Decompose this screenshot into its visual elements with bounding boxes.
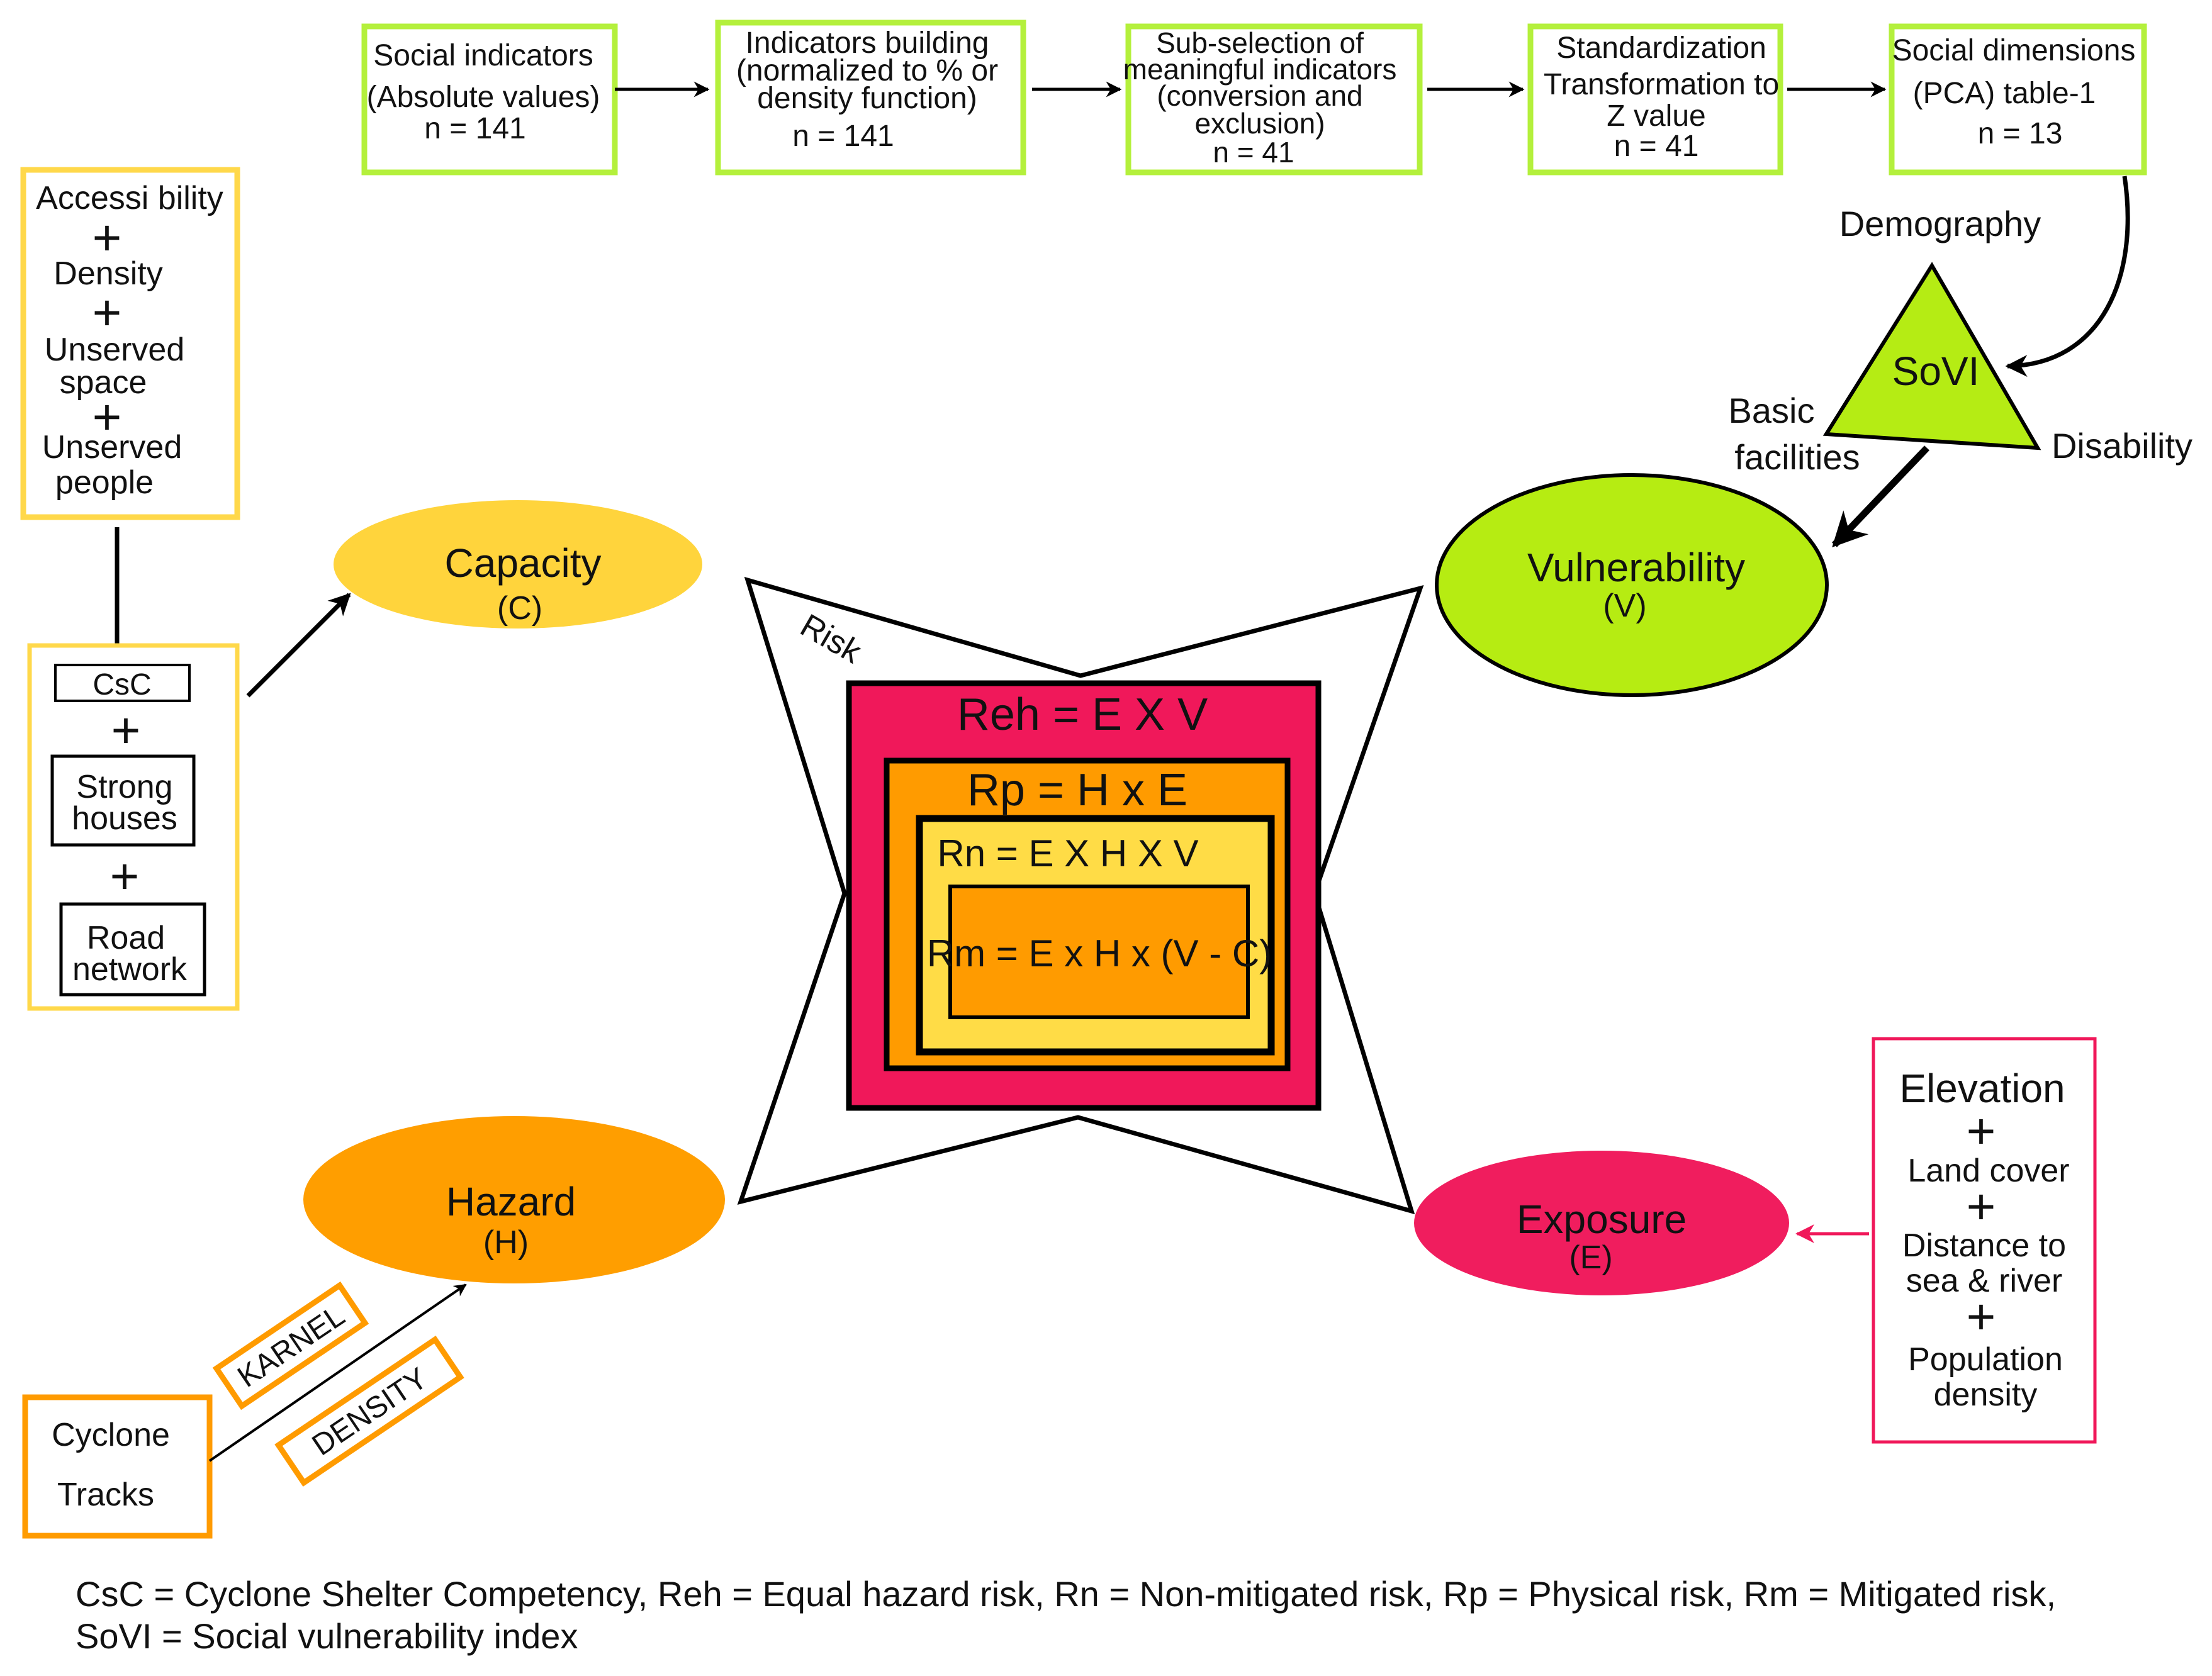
road-network-box [59,902,206,997]
pipeline-box-3-line-3: (conversion and [1157,79,1362,112]
pipeline-box-1-line-3: n = 141 [424,112,525,145]
strong-houses-line-1: Strong [76,769,172,805]
hazard-symbol: (H) [483,1224,529,1261]
pipeline-box-4-line-1: Standardization [1556,31,1766,65]
reh-equation: Reh = E X V [957,690,1208,740]
plus-icon: + [1967,1103,1996,1159]
capacity-symbol: (C) [497,590,542,627]
exposure-input-distance-1: Distance to [1902,1227,2066,1264]
legend-line-1: CsC = Cyclone Shelter Competency, Reh = … [76,1574,2056,1614]
exposure-input-distance-2: sea & river [1906,1263,2063,1299]
plus-icon: + [93,284,122,340]
sovi-triangle [1822,262,2041,450]
cyclone-tracks-line-2: Tracks [57,1477,154,1513]
rm-equation: Rm = E x H x (V - C) [927,932,1272,975]
pipeline-box-3-line-1: Sub-selection of [1156,26,1364,59]
pipeline-box-3-line-2: meaningful indicators [1123,53,1397,86]
vulnerability-node: Vulnerability (V) [1435,473,1829,697]
capacity-input-people: people [55,464,154,501]
exposure-input-elevation: Elevation [1899,1066,2065,1111]
plus-icon: + [110,848,140,904]
sovi-disability: Disability [2052,426,2192,466]
pipeline-box-1-line-1: Social indicators [373,39,593,72]
pipeline-box-4-line-3: Z value [1607,99,1705,133]
plus-icon: + [111,702,141,758]
csc-to-capacity-arrow [246,593,351,698]
sovi-label: SoVI [1892,349,1980,394]
capacity-input-unserved-1: Unserved [45,332,185,368]
capacity-input-space: space [60,364,147,401]
vulnerability-symbol: (V) [1603,588,1646,624]
cyclone-tracks-box: Cyclone Tracks [22,1394,213,1539]
exposure-label: Exposure [1517,1197,1687,1242]
pipeline-box-4-line-2: Transformation to [1544,68,1779,101]
vulnerability-ellipse [1435,473,1829,697]
csc-label: CsC [93,668,151,701]
legend-line-2: SoVI = Social vulnerability index [76,1616,578,1656]
capacity-inputs-box: Accessi bility + Density + Unserved spac… [20,167,240,520]
hazard-ellipse [303,1116,725,1283]
cyclone-tracks-line-1: Cyclone [52,1417,170,1453]
capacity-label: Capacity [445,540,602,586]
pipeline-box-standardization: Standardization Transformation to Z valu… [1527,23,1783,176]
strong-houses-box [50,754,196,847]
exposure-input-population: Population [1908,1341,2063,1378]
exposure-symbol: (E) [1569,1239,1612,1276]
hazard-label: Hazard [446,1179,576,1224]
sovi-facilities: facilities [1734,437,1860,477]
capacity-input-accessibility: Accessi bility [36,180,223,216]
risk-equations: Reh = E X V Rp = H x E Rn = E X H X V Rm… [846,680,1322,1111]
pipeline-box-2-line-1: Indicators building [746,26,989,60]
karnel-box: KARNEL [212,1281,369,1411]
strong-houses-line-2: houses [72,800,177,837]
csc-label-box [54,664,191,702]
rp-equation: Rp = H x E [967,765,1187,815]
cyclone-to-hazard-arrow [208,1283,467,1462]
capacity-input-density: Density [53,255,162,292]
plus-icon: + [93,389,122,445]
pipeline-box-social-dimensions: Social dimensions (PCA) table-1 n = 13 [1889,23,2147,176]
sovi-to-vulnerability-arrow [1832,445,1929,547]
pipeline-box-2-line-3: density function) [757,82,977,115]
sovi-demography: Demography [1839,204,2041,243]
pipeline-box-3-line-5: n = 41 [1213,136,1294,169]
exposure-ellipse [1414,1151,1789,1295]
capacity-input-unserved-2: Unserved [42,429,182,466]
rn-equation: Rn = E X H X V [937,832,1198,874]
pipeline-box-5-line-3: n = 13 [1978,117,2063,150]
pipeline-box-indicators-building: Indicators building (normalized to % or … [715,20,1026,176]
pipeline-box-5-line-2: (PCA) table-1 [1913,77,2096,110]
plus-icon: + [1967,1178,1996,1234]
plus-icon: + [93,210,122,265]
sovi-triangle-group: SoVI Demography Basic facilities Disabil… [1729,204,2193,477]
pipeline-box-4-line-4: n = 41 [1614,130,1699,163]
pipeline-box-sub-selection: Sub-selection of meaningful indicators (… [1123,23,1423,176]
pipeline-box-5-line-1: Social dimensions [1892,34,2136,67]
vulnerability-label: Vulnerability [1527,545,1745,590]
pipeline-box-2-line-4: n = 141 [792,120,894,153]
capacity-ellipse [334,500,702,628]
exposure-node: Exposure (E) [1414,1151,1789,1295]
pipeline-box-2-line-2: (normalized to % or [736,54,998,87]
plus-icon: + [1967,1288,1996,1344]
exposure-inputs-box: Elevation + Land cover + Distance to sea… [1872,1037,2097,1444]
exposure-input-land-cover: Land cover [1907,1153,2069,1189]
hazard-node: Hazard (H) [303,1116,725,1283]
road-network-line-2: network [72,951,188,988]
rm-box [948,885,1250,1019]
exposure-input-density: density [1934,1377,2038,1413]
pipeline-box-1-line-2: (Absolute values) [367,81,600,114]
pca-to-sovi-arrow [2005,176,2130,377]
pipeline-box-social-indicators: Social indicators (Absolute values) n = … [361,23,618,176]
csc-box: CsC + Strong houses + Road network [27,643,240,1011]
sovi-basic: Basic [1729,391,1815,430]
road-network-line-1: Road [87,920,165,956]
capacity-node: Capacity (C) [334,500,702,628]
pipeline-box-3-line-4: exclusion) [1194,107,1325,140]
